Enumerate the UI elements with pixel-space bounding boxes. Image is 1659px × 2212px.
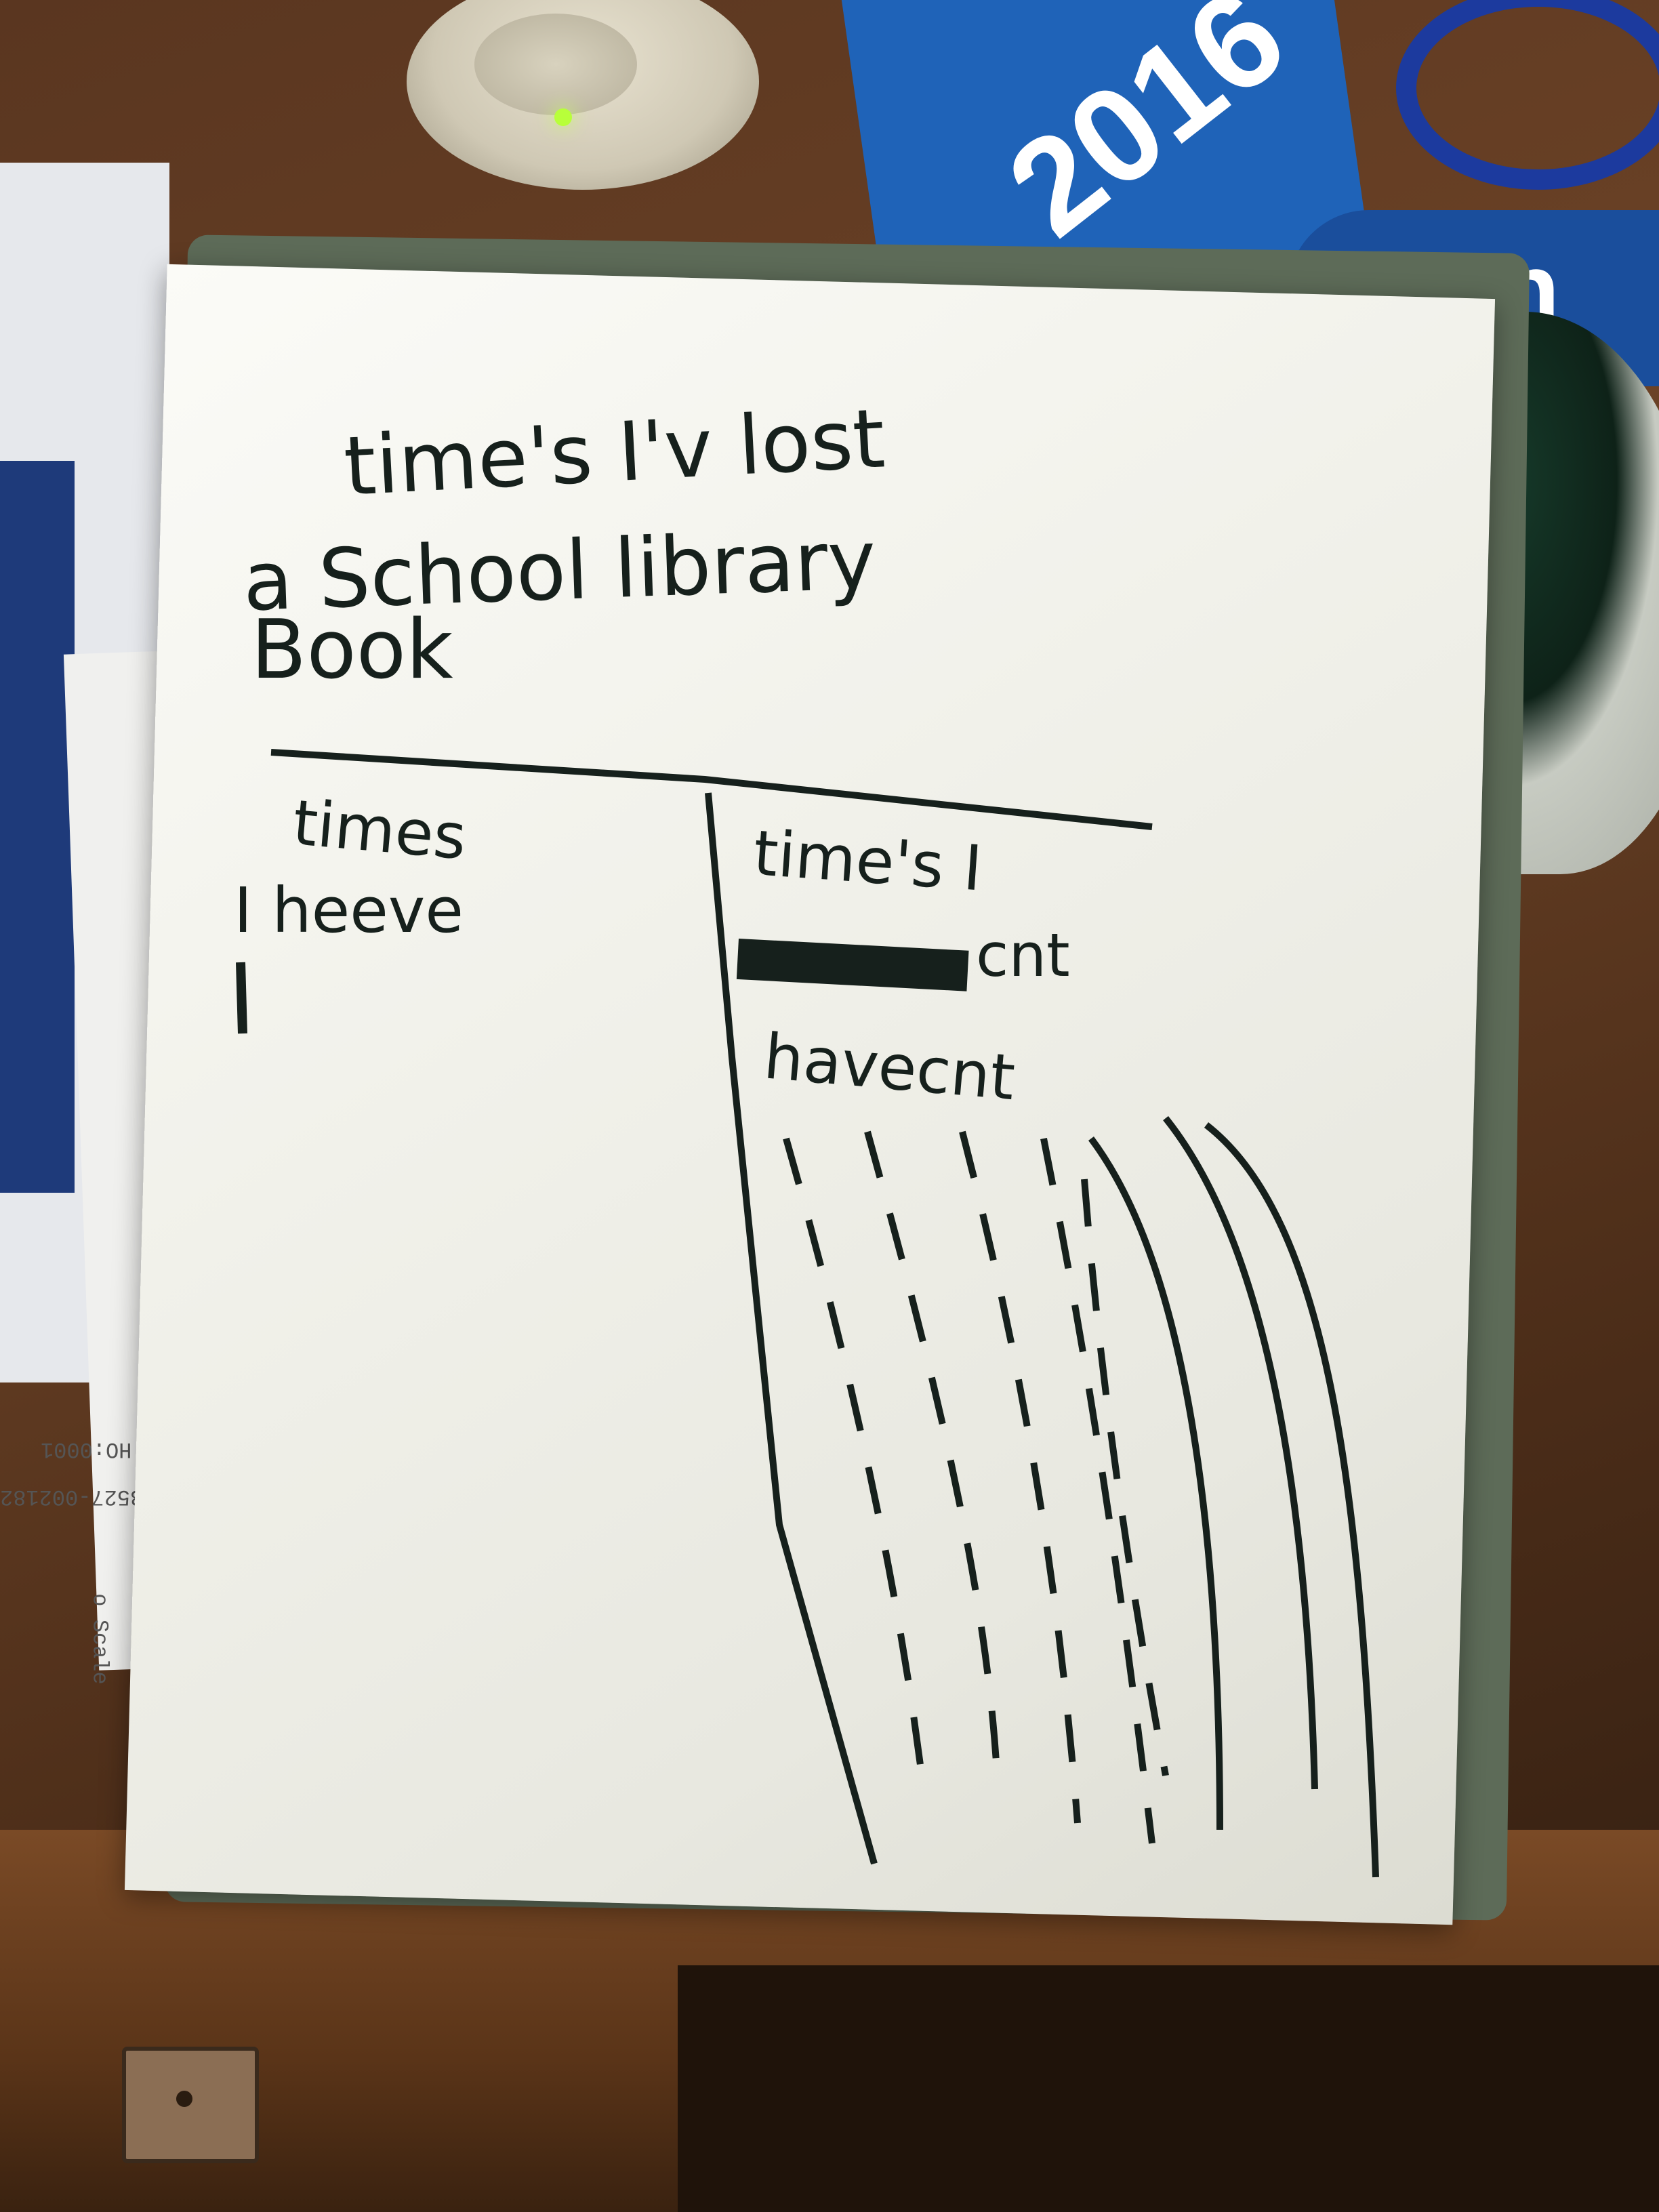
cascade-line-dashed-5 — [1081, 1179, 1169, 1776]
right-column-header-line3: havecnt — [761, 1020, 1018, 1114]
note-title-line1: time's I'v lost — [342, 392, 887, 514]
scribble-out — [736, 939, 969, 991]
cascade-dashed-lines — [783, 1130, 1169, 1844]
cascade-line-dashed-3 — [959, 1130, 1081, 1824]
metal-clip — [122, 2047, 259, 2163]
cascade-line-solid-2 — [1163, 1115, 1318, 1790]
note-title-line3: Book — [251, 603, 453, 697]
table-vertical-line — [705, 792, 878, 1865]
cascade-line-dashed-4 — [1040, 1138, 1155, 1844]
cascade-line-dashed-2 — [864, 1130, 1000, 1763]
cascade-lines — [1088, 1115, 1379, 1878]
desk-shadow — [678, 1965, 1659, 2212]
note-title-line2: a School library — [241, 513, 878, 630]
right-column-header-line2-crossed: cnt — [976, 920, 1070, 990]
blue-folder — [0, 461, 75, 1193]
table-horizontal-line — [270, 749, 1153, 830]
router-dial — [474, 14, 637, 115]
cascade-line-solid-3 — [1204, 1122, 1379, 1878]
right-column-header-line1: time's I — [751, 817, 984, 905]
left-column-header-line1: times — [290, 786, 469, 874]
router-led-indicator — [554, 108, 572, 126]
left-column-header-line2: I heeve — [234, 874, 464, 947]
clip-hole — [176, 2091, 192, 2107]
cascade-line-solid-1 — [1088, 1136, 1223, 1830]
left-tally-mark — [236, 962, 247, 1034]
cascade-line-dashed-1 — [783, 1137, 925, 1776]
